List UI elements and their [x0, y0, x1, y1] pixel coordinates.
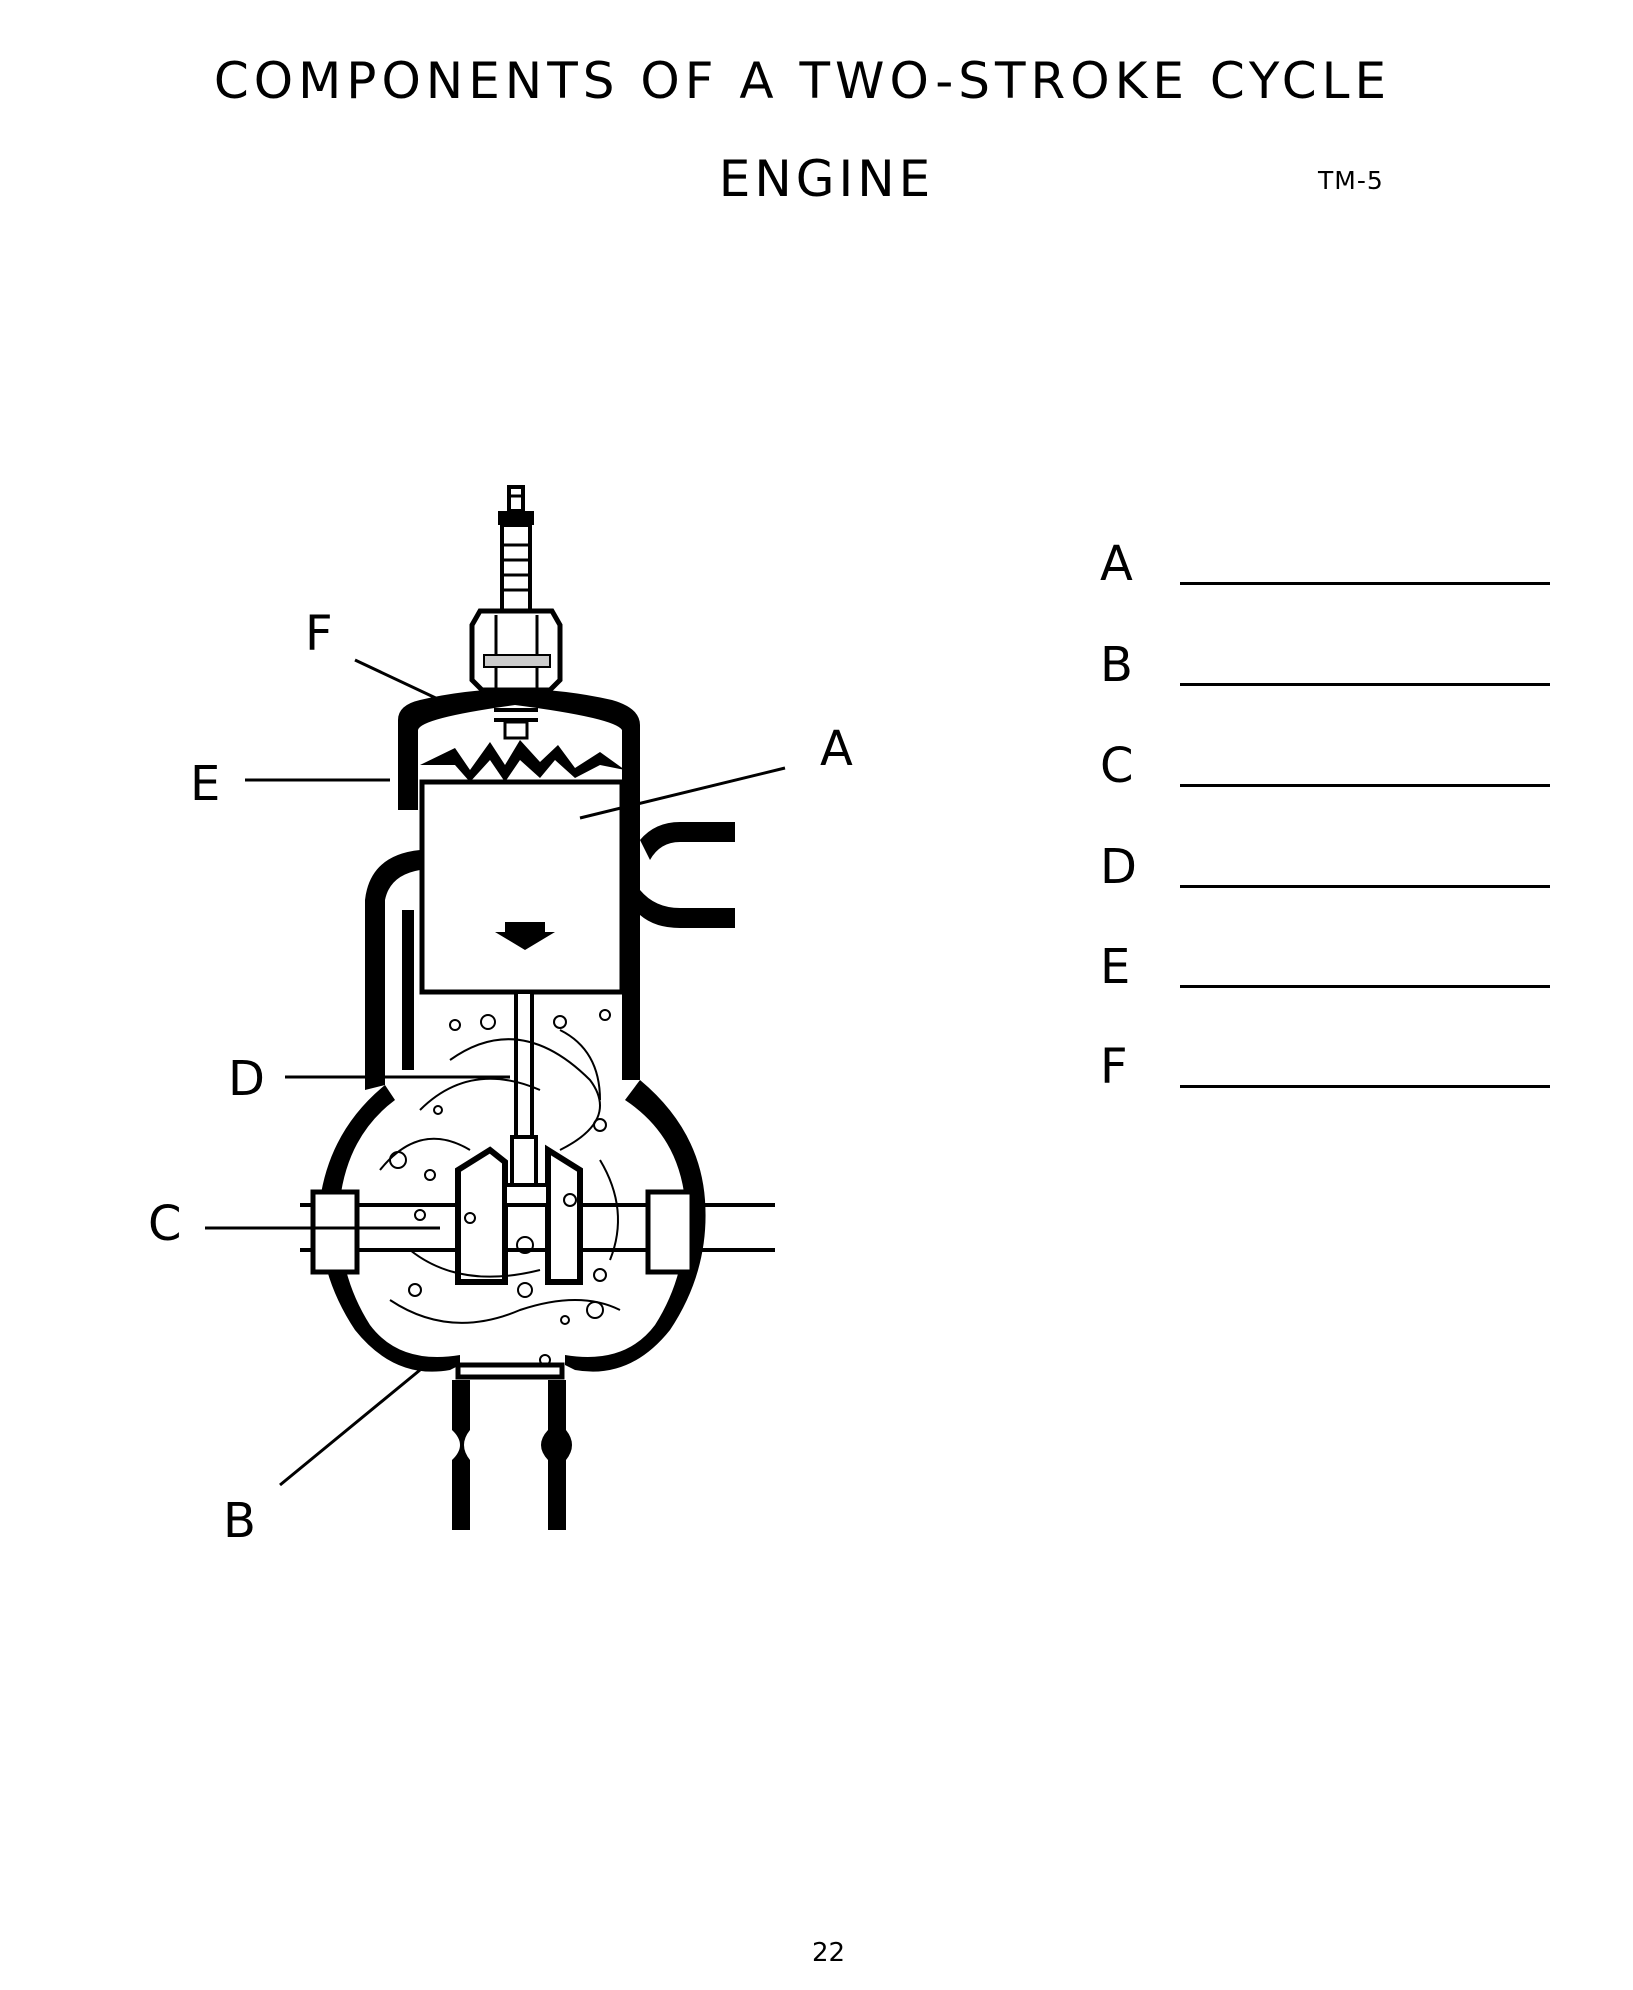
page-number: 22: [812, 1938, 846, 1968]
diagram-label-a: A: [820, 721, 853, 777]
transparency-code: TM-5: [1318, 166, 1384, 195]
answer-blank[interactable]: [1180, 784, 1550, 787]
answer-letter: C: [1100, 738, 1134, 794]
answer-letter: F: [1100, 1039, 1128, 1095]
leader-lines: [205, 658, 786, 1487]
answer-row-d: D: [1100, 843, 1560, 903]
cylinder-wall: [365, 689, 640, 1090]
crankshaft: [300, 1144, 775, 1285]
diagram-label-f: F: [305, 606, 333, 662]
answer-blank[interactable]: [1180, 1085, 1550, 1088]
answer-row-b: B: [1100, 641, 1560, 701]
answer-letter: E: [1100, 939, 1131, 995]
answer-row-f: F: [1100, 1043, 1560, 1103]
cylinder-ports: [640, 822, 735, 928]
answer-row-c: C: [1100, 742, 1560, 802]
answer-row-e: E: [1100, 943, 1560, 1003]
diagram-label-d: D: [228, 1051, 265, 1107]
diagram-label-c: C: [148, 1196, 182, 1252]
worksheet-title: COMPONENTS OF A TWO-STROKE CYCLE: [213, 52, 1392, 110]
crankcase: [319, 1080, 706, 1530]
answer-blank[interactable]: [1180, 683, 1550, 686]
piston: [419, 779, 625, 995]
answer-blank[interactable]: [1180, 985, 1550, 988]
answer-letter: D: [1100, 839, 1137, 895]
spark-plug: [469, 485, 563, 740]
diagram-label-e: E: [190, 756, 221, 812]
worksheet-title-line2: ENGINE: [718, 150, 935, 208]
connecting-rod: [510, 990, 538, 1194]
diagram-label-b: B: [223, 1493, 256, 1549]
answer-blank[interactable]: [1180, 885, 1550, 888]
combustion-spark: [420, 740, 625, 782]
answer-blank[interactable]: [1180, 582, 1550, 585]
answer-row-a: A: [1100, 540, 1560, 600]
fuel-mixture: [379, 1009, 621, 1366]
answer-letter: B: [1100, 637, 1133, 693]
answer-letter: A: [1100, 536, 1133, 592]
